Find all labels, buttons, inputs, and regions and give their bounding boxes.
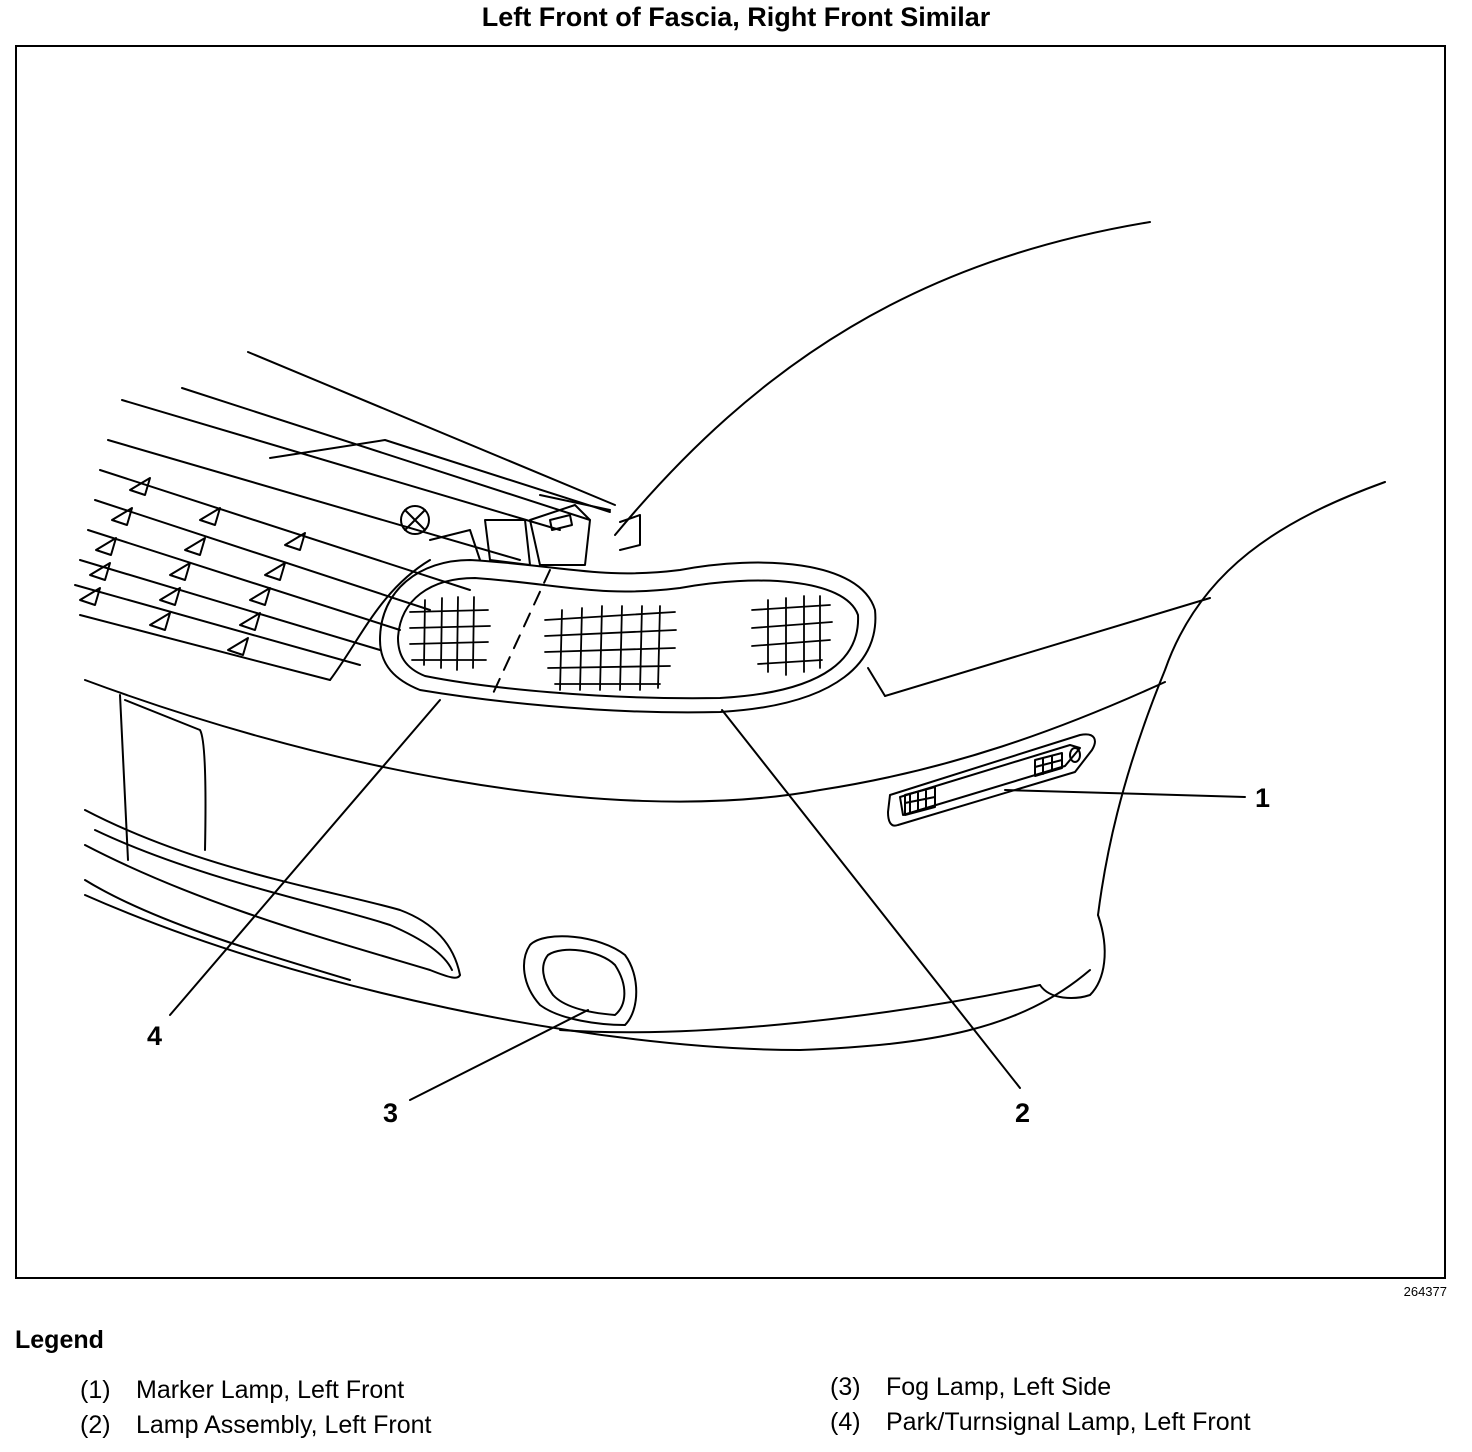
fender-arch — [1097, 481, 1386, 916]
legend-item-3: (3) Fog Lamp, Left Side — [830, 1373, 1111, 1402]
lamp-inner — [397, 577, 860, 700]
legend-item-number: (1) — [80, 1376, 111, 1404]
legend-item-number: (2) — [80, 1411, 111, 1439]
legend-item-1: (1) Marker Lamp, Left Front — [80, 1376, 404, 1405]
illustration-frame — [15, 45, 1446, 1279]
leader-4 — [169, 699, 441, 1016]
grille-fins — [79, 477, 306, 656]
bumper-upper-contour — [84, 679, 1166, 803]
legend-item-label: Park/Turnsignal Lamp, Left Front — [886, 1408, 1251, 1436]
grille — [74, 351, 616, 681]
bumper-lower-return — [559, 984, 1041, 1034]
lamp-lens-grid — [409, 595, 833, 691]
fog-lamp — [523, 935, 638, 1026]
lamp-divider — [489, 569, 551, 701]
lamp-assembly — [379, 559, 877, 714]
fender-line — [884, 597, 1211, 697]
legend-item-number: (4) — [830, 1408, 861, 1436]
callout-1: 1 — [1255, 783, 1270, 813]
legend-title: Legend — [15, 1326, 104, 1354]
bumper-lower-edge — [84, 894, 1091, 1051]
callout-3: 3 — [383, 1098, 398, 1128]
diagram-title: Left Front of Fascia, Right Front Simila… — [481, 2, 991, 32]
legend-item-4: (4) Park/Turnsignal Lamp, Left Front — [830, 1408, 1251, 1437]
lamp-brackets — [429, 494, 641, 566]
callout-4: 4 — [147, 1021, 162, 1051]
legend-item-label: Lamp Assembly, Left Front — [136, 1411, 432, 1439]
lower-vent — [84, 694, 461, 981]
legend-item-label: Fog Lamp, Left Side — [886, 1373, 1112, 1401]
leader-3 — [409, 1009, 589, 1101]
leader-lines — [169, 699, 1246, 1101]
hood-edge — [614, 221, 1151, 536]
legend-item-2: (2) Lamp Assembly, Left Front — [80, 1411, 432, 1440]
fascia-illustration: 1 2 3 4 — [74, 221, 1386, 1128]
emblem — [400, 505, 430, 535]
legend-item-number: (3) — [830, 1373, 861, 1401]
leader-1 — [1004, 789, 1246, 798]
legend-item-label: Marker Lamp, Left Front — [136, 1376, 405, 1404]
figure-id: 264377 — [1403, 1284, 1447, 1299]
lamp-lower-edge — [867, 667, 886, 697]
bumper-chin — [1039, 914, 1106, 999]
marker-lamp — [887, 733, 1096, 827]
leader-2 — [721, 709, 1021, 1089]
lamp-outer — [379, 559, 877, 714]
callout-2: 2 — [1015, 1098, 1030, 1128]
